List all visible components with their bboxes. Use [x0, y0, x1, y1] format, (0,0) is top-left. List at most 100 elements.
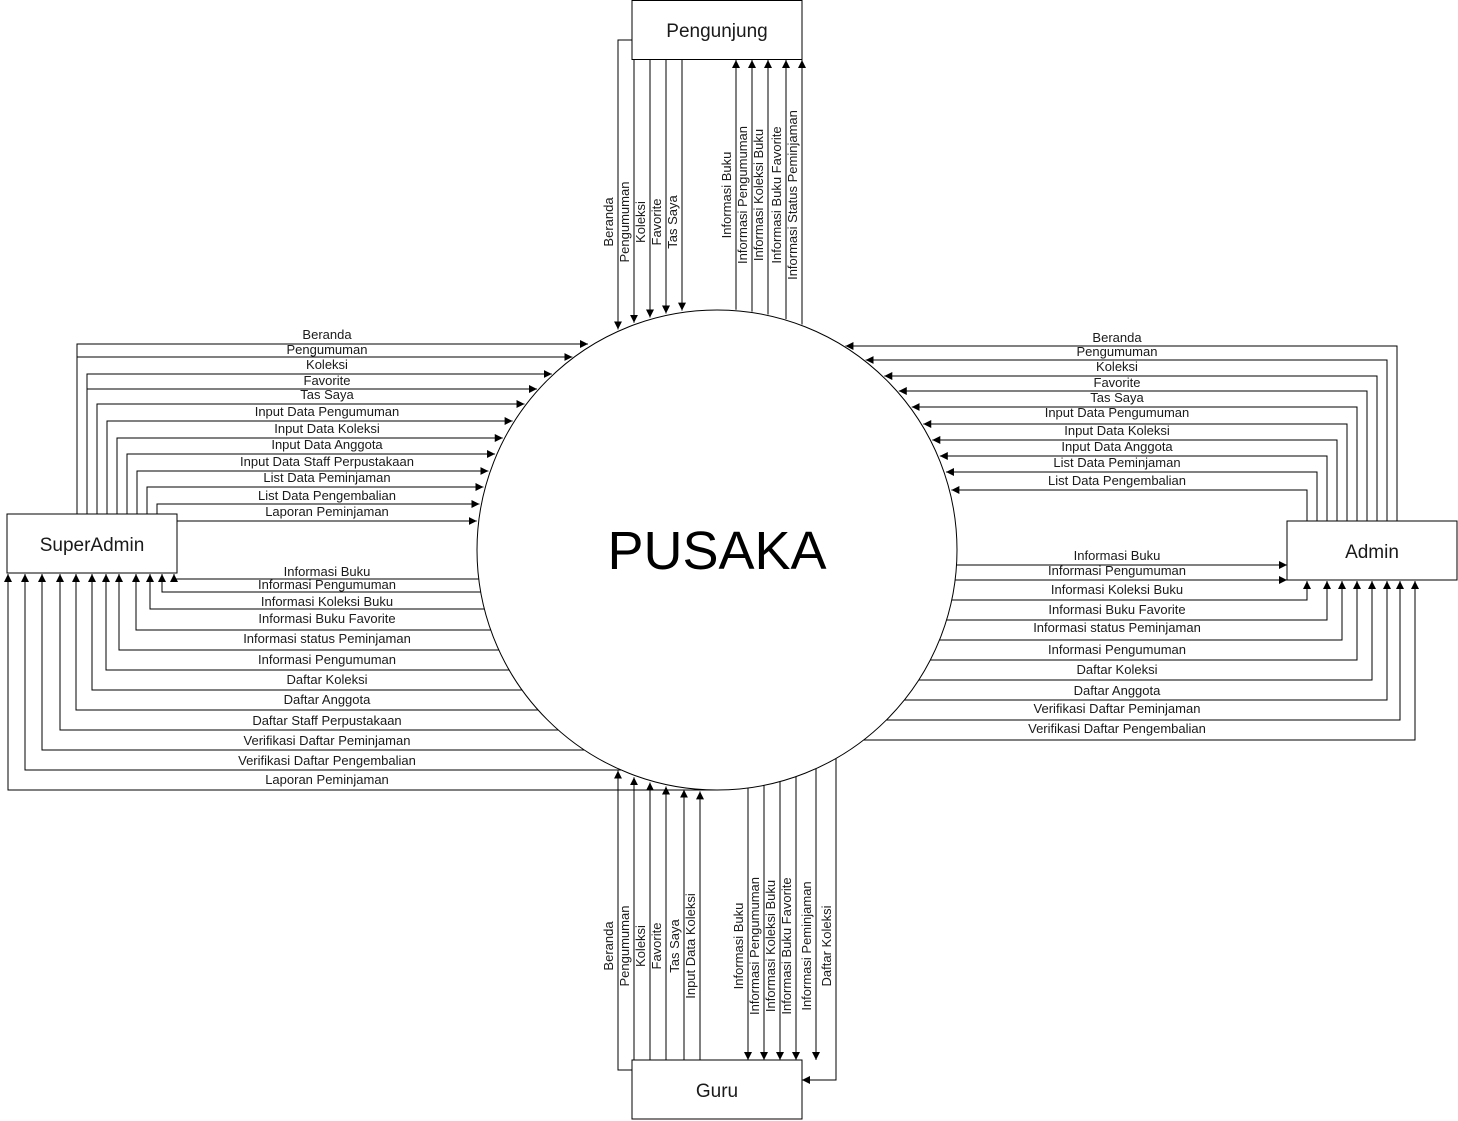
superadmin-out-flow: [170, 574, 479, 582]
admin-out-label: Informasi Pengumuman: [1048, 563, 1186, 578]
pengunjung-in-label: Favorite: [649, 199, 664, 246]
admin-in-label: Koleksi: [1096, 359, 1138, 374]
admin-in-label: Beranda: [1092, 330, 1142, 345]
admin-in-label: Input Data Anggota: [1061, 439, 1173, 454]
entity-guru: [631, 1059, 803, 1120]
pengunjung-in-label: Koleksi: [633, 201, 648, 243]
admin-in-flow: [845, 342, 1398, 521]
guru-in-label: Beranda: [601, 921, 616, 971]
pengunjung-out-label: Informasi Status Peminjaman: [785, 110, 800, 280]
admin-out-flow: [886, 581, 1404, 721]
pengunjung-in-label: Tas Saya: [665, 194, 680, 248]
guru-out-label: Informasi Peminjaman: [799, 881, 814, 1010]
admin-in-flow: [923, 420, 1348, 521]
entity-guru-label: Guru: [696, 1081, 738, 1102]
admin-out-label: Daftar Anggota: [1074, 683, 1161, 698]
superadmin-in-flow: [76, 353, 573, 514]
entity-superadmin: [6, 513, 178, 574]
admin-out-flow: [904, 581, 1391, 701]
admin-in-flow: [898, 387, 1368, 521]
superadmin-in-flow: [96, 400, 525, 514]
guru-out-label: Daftar Koleksi: [819, 905, 834, 986]
superadmin-out-label: Informasi status Peminjaman: [243, 631, 411, 646]
pengunjung-out-label: Informasi Buku: [719, 152, 734, 239]
entity-admin-label: Admin: [1345, 542, 1399, 563]
guru-in-label: Koleksi: [633, 925, 648, 967]
superadmin-in-label: Koleksi: [306, 357, 348, 372]
superadmin-out-flow: [146, 574, 485, 610]
admin-out-label: Informasi status Peminjaman: [1033, 620, 1201, 635]
superadmin-in-label: List Data Peminjaman: [263, 470, 390, 485]
superadmin-in-flow: [86, 385, 538, 514]
admin-in-flow: [884, 372, 1378, 521]
superadmin-out-label: Laporan Peminjaman: [265, 772, 389, 787]
pengunjung-out-label: Informasi Pengumuman: [735, 126, 750, 264]
superadmin-in-label: Beranda: [302, 327, 352, 342]
superadmin-out-flow: [3, 574, 717, 791]
superadmin-in-label: List Data Pengembalian: [258, 488, 396, 503]
superadmin-in-label: Tas Saya: [300, 387, 354, 402]
admin-in-label: Pengumuman: [1077, 344, 1158, 359]
admin-in-flow: [865, 356, 1388, 521]
superadmin-in-flow: [126, 450, 496, 514]
superadmin-out-flow: [38, 574, 585, 751]
superadmin-in-label: Input Data Anggota: [271, 437, 383, 452]
admin-in-flow: [951, 486, 1308, 521]
admin-in-flow: [911, 403, 1358, 521]
pengunjung-in-label: Pengumuman: [617, 182, 632, 263]
guru-out-label: Informasi Pengumuman: [747, 877, 762, 1015]
admin-in-label: Input Data Pengumuman: [1045, 405, 1190, 420]
superadmin-out-label: Informasi Buku Favorite: [258, 611, 395, 626]
process-circle: [476, 309, 958, 791]
superadmin-out-label: Daftar Koleksi: [287, 672, 368, 687]
process-label: PUSAKA: [607, 521, 826, 581]
guru-in-label: Pengumuman: [617, 906, 632, 987]
admin-out-flow: [863, 581, 1419, 741]
guru-out-label: Informasi Buku Favorite: [779, 877, 794, 1014]
superadmin-out-flow: [115, 574, 499, 651]
entity-pengunjung: [631, 0, 803, 60]
guru-in-flow: [614, 770, 632, 1071]
superadmin-out-label: Informasi Koleksi Buku: [261, 594, 393, 609]
admin-in-label: List Data Peminjaman: [1053, 455, 1180, 470]
admin-out-label: Informasi Buku: [1074, 548, 1161, 563]
admin-in-flow: [939, 452, 1328, 521]
superadmin-out-flow: [158, 574, 481, 593]
admin-out-label: Informasi Pengumuman: [1048, 642, 1186, 657]
superadmin-out-flow: [72, 574, 539, 711]
admin-out-flow: [946, 581, 1331, 621]
superadmin-in-flow: [136, 467, 489, 514]
superadmin-in-label: Pengumuman: [287, 342, 368, 357]
superadmin-in-flow: [146, 483, 484, 514]
superadmin-in-flow: [156, 500, 480, 514]
pengunjung-in-label: Beranda: [601, 197, 616, 247]
superadmin-out-label: Informasi Buku: [284, 564, 371, 579]
superadmin-in-flow: [116, 434, 503, 514]
guru-out-label: Informasi Koleksi Buku: [763, 880, 778, 1012]
guru-in-label: Input Data Koleksi: [683, 893, 698, 999]
superadmin-in-label: Input Data Staff Perpustakaan: [240, 454, 414, 469]
superadmin-out-label: Informasi Pengumuman: [258, 577, 396, 592]
superadmin-out-label: Daftar Staff Perpustakaan: [252, 713, 401, 728]
admin-in-label: Tas Saya: [1090, 390, 1144, 405]
admin-out-flow: [930, 581, 1361, 661]
pengunjung-out-label: Informasi Buku Favorite: [769, 126, 784, 263]
admin-out-flow: [918, 581, 1376, 681]
admin-in-label: Favorite: [1094, 375, 1141, 390]
superadmin-out-flow: [21, 574, 622, 771]
admin-out-flow: [951, 581, 1311, 601]
admin-in-flow: [932, 436, 1338, 521]
superadmin-out-flow: [132, 574, 491, 631]
admin-out-label: Informasi Buku Favorite: [1048, 602, 1185, 617]
admin-out-flow: [939, 581, 1346, 641]
guru-in-label: Tas Saya: [667, 918, 682, 972]
superadmin-out-flow: [88, 574, 523, 691]
entity-superadmin-label: SuperAdmin: [40, 535, 145, 556]
admin-in-label: Input Data Koleksi: [1064, 423, 1170, 438]
guru-out-label: Informasi Buku: [731, 903, 746, 990]
admin-in-label: List Data Pengembalian: [1048, 473, 1186, 488]
pengunjung-out-label: Informasi Koleksi Buku: [751, 129, 766, 261]
